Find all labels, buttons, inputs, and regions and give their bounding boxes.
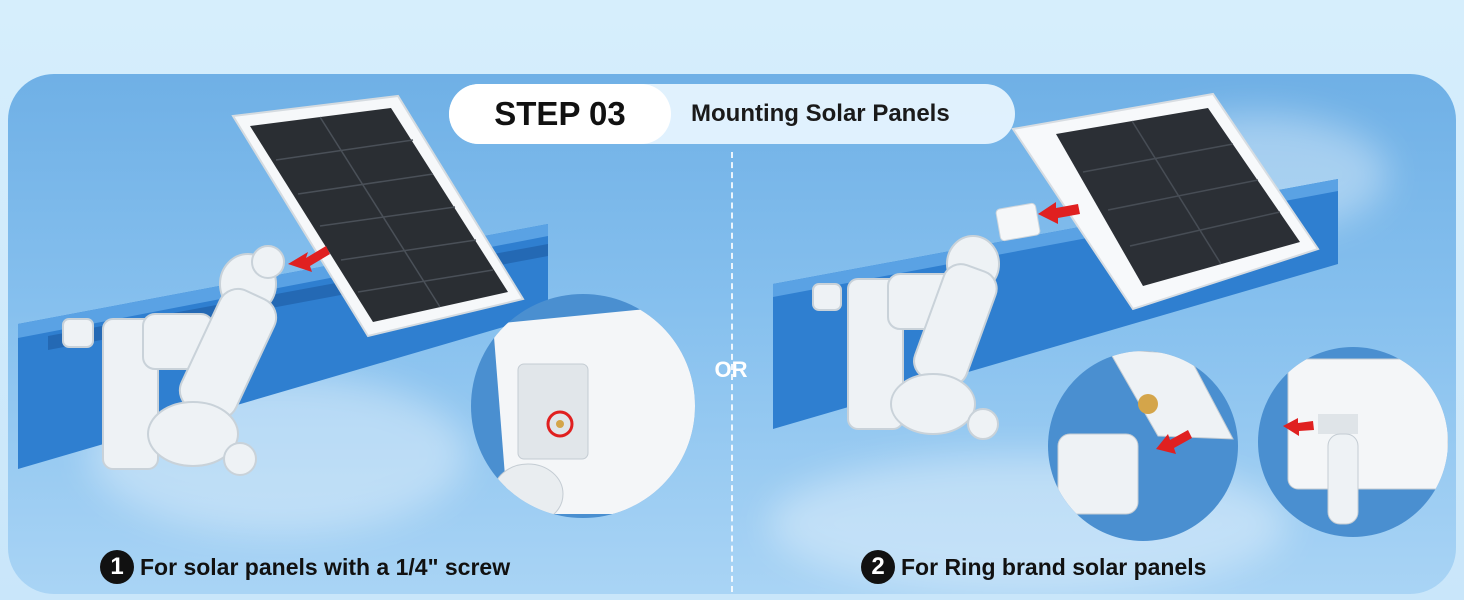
left-mount (62, 245, 285, 476)
right-arrow (1038, 202, 1080, 224)
option-1-text: For solar panels with a 1/4" screw (140, 553, 511, 580)
step-number: STEP 03 (449, 84, 671, 144)
right-mount (812, 235, 1000, 440)
option-1-caption: 1 For solar panels with a 1/4" screw (100, 550, 510, 584)
option-2-caption: 2 For Ring brand solar panels (861, 550, 1206, 584)
left-zoom-detail (471, 294, 695, 518)
right-solar-panel (995, 92, 1320, 311)
left-arrow (288, 246, 330, 272)
left-solar-panel (231, 94, 525, 338)
illustration (18, 92, 1448, 541)
step-header: STEP 03 Mounting Solar Panels (449, 84, 1015, 144)
or-label: OR (714, 357, 748, 382)
right-zoom-detail-2 (1258, 347, 1448, 537)
right-zoom-detail-1 (1048, 351, 1238, 541)
option-divider (731, 152, 733, 592)
option-2-text: For Ring brand solar panels (901, 553, 1207, 580)
scene-background: OR STEP 03 Mounting Solar Panels 1 For s… (8, 74, 1456, 594)
option-1-number-badge: 1 (100, 550, 134, 584)
option-2-number-badge: 2 (861, 550, 895, 584)
step-title: Mounting Solar Panels (691, 100, 950, 127)
